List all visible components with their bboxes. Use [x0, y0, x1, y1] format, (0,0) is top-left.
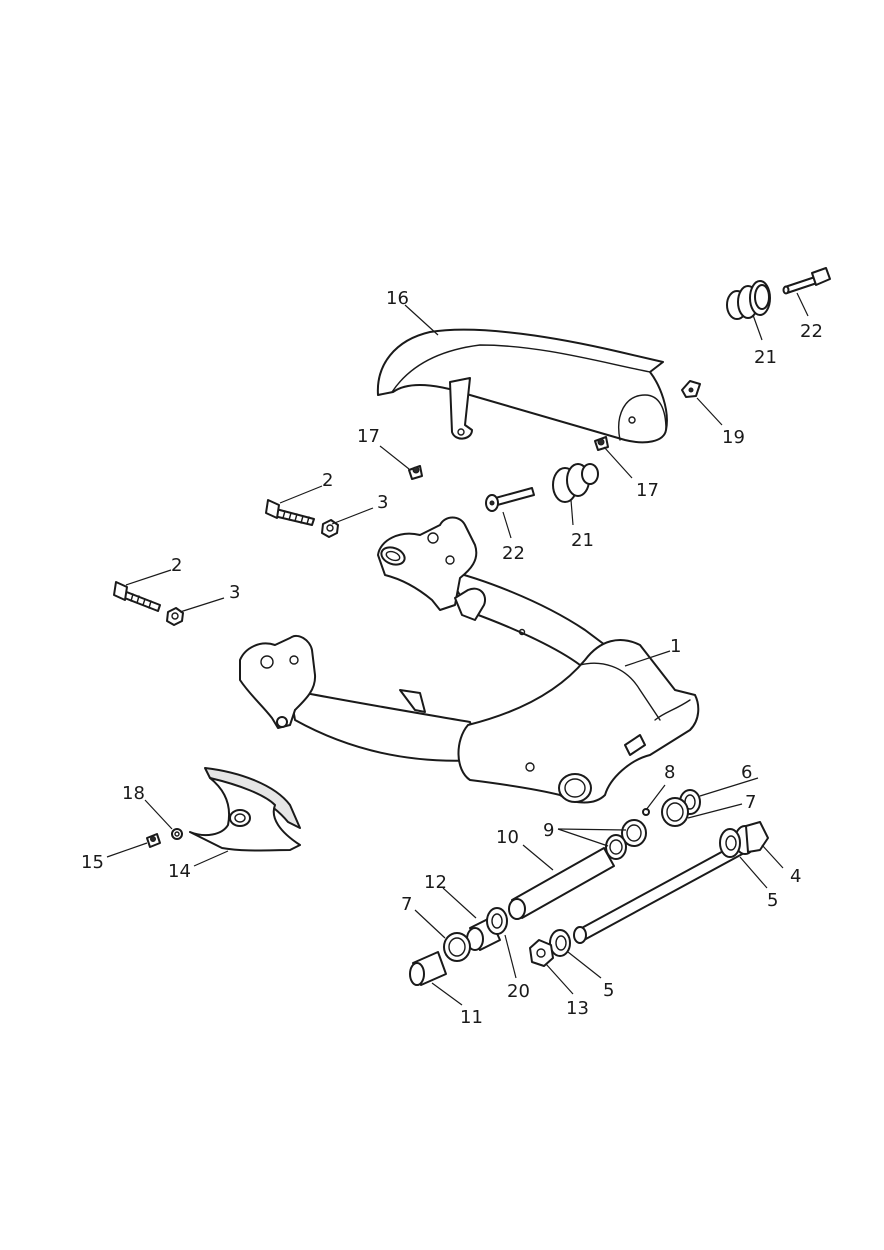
small-bolt-part-left: [408, 465, 423, 480]
callout-label-2b: 2: [171, 555, 182, 576]
callout-label-7a: 7: [745, 792, 756, 813]
swingarm-part: [239, 516, 700, 804]
seal-part-7-lower: [443, 932, 471, 962]
callout-label-11: 11: [460, 1007, 483, 1028]
spacer-ring-part-9b: [605, 834, 627, 860]
callout-label-1: 1: [670, 636, 681, 657]
callout-label-14: 14: [168, 861, 191, 882]
rubber-bush-part-middle: [552, 463, 599, 503]
callout-label-22a: 22: [800, 321, 823, 342]
nut-part-upper: [321, 519, 339, 538]
callout-label-5a: 5: [767, 890, 778, 911]
bolt-part-middle: [485, 487, 535, 512]
callout-label-10: 10: [496, 827, 519, 848]
spacer-ring-part-9a: [621, 819, 647, 847]
clip-nut-part: [681, 380, 701, 398]
callout-label-6: 6: [741, 762, 752, 783]
adjuster-bolt-part-upper: [265, 499, 315, 526]
callout-label-12: 12: [424, 872, 447, 893]
sleeve-part-11: [409, 951, 447, 986]
adjuster-bolt-part-lower: [113, 581, 161, 612]
callout-label-17a: 17: [357, 426, 380, 447]
callout-label-2a: 2: [322, 470, 333, 491]
small-pin-part-8: [642, 808, 650, 816]
screw-part-15: [146, 833, 161, 848]
small-bolt-part-right: [594, 436, 609, 451]
washer-part-5-upper: [719, 828, 741, 858]
callout-label-4: 4: [790, 866, 801, 887]
chain-guard-part: [376, 328, 668, 444]
callout-label-5b: 5: [603, 980, 614, 1001]
callout-label-3a: 3: [377, 492, 388, 513]
spindle-part: [573, 821, 769, 944]
callout-label-15: 15: [81, 852, 104, 873]
callout-label-8: 8: [664, 762, 675, 783]
callout-labels: 1 2 2 3 3 4 5 5 6 7 7 8 9 10 11 12 13 14…: [81, 288, 823, 1028]
callout-label-16: 16: [386, 288, 409, 309]
washer-part-18: [171, 828, 183, 840]
callout-label-20: 20: [507, 981, 530, 1002]
callout-label-21b: 21: [571, 530, 594, 551]
ring-part-20: [486, 907, 508, 935]
bolt-part-upper: [782, 267, 831, 295]
inner-tube-part-10: [508, 847, 615, 920]
nut-part-13: [529, 939, 554, 967]
callout-label-7b: 7: [401, 894, 412, 915]
callout-label-13: 13: [566, 998, 589, 1019]
rubber-bush-part-upper: [726, 280, 771, 320]
callout-label-22b: 22: [502, 543, 525, 564]
callout-label-9: 9: [543, 820, 554, 841]
washer-part-5-lower: [549, 929, 571, 957]
callout-label-18: 18: [122, 783, 145, 804]
callout-label-3b: 3: [229, 582, 240, 603]
callout-label-17b: 17: [636, 480, 659, 501]
nut-part-lower: [166, 607, 184, 626]
chain-slider-part: [189, 767, 301, 852]
callout-label-19: 19: [722, 427, 745, 448]
callout-label-21a: 21: [754, 347, 777, 368]
leader-lines: [106, 292, 809, 1006]
seal-part-7-upper: [661, 797, 689, 827]
